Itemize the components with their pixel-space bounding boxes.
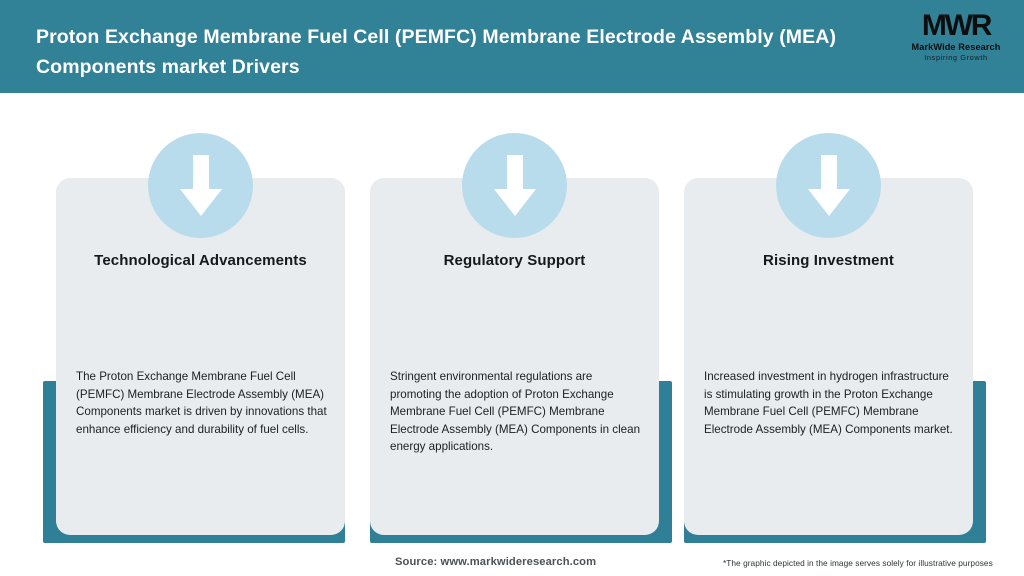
brand-logo: MWR MarkWide Research Inspiring Growth	[902, 10, 1010, 72]
down-arrow-glyph	[807, 154, 850, 216]
down-arrow-icon	[148, 133, 253, 238]
card-title: Rising Investment	[763, 252, 894, 269]
page-title: Proton Exchange Membrane Fuel Cell (PEMF…	[36, 26, 837, 78]
down-arrow-glyph	[493, 154, 536, 216]
down-arrow-icon	[462, 133, 567, 238]
source-label: Source: www.markwideresearch.com	[395, 556, 597, 568]
disclaimer-note: *The graphic depicted in the image serve…	[723, 558, 993, 568]
card-body-text: Increased investment in hydrogen infrast…	[704, 370, 953, 436]
card-title: Technological Advancements	[94, 252, 307, 269]
logo-company-name: MarkWide Research	[911, 42, 1001, 52]
logo-tagline: Inspiring Growth	[924, 53, 988, 62]
card-body-text: The Proton Exchange Membrane Fuel Cell (…	[76, 370, 327, 436]
card-title: Regulatory Support	[443, 252, 586, 269]
header-band: Proton Exchange Membrane Fuel Cell (PEMF…	[0, 0, 1024, 93]
card-body-text: Stringent environmental regulations are …	[390, 370, 641, 453]
down-arrow-icon	[776, 133, 881, 238]
card-surface: Technological Advancements The Proton Ex…	[56, 178, 345, 535]
logo-monogram: MWR	[921, 9, 993, 42]
down-arrow-glyph	[179, 154, 222, 216]
